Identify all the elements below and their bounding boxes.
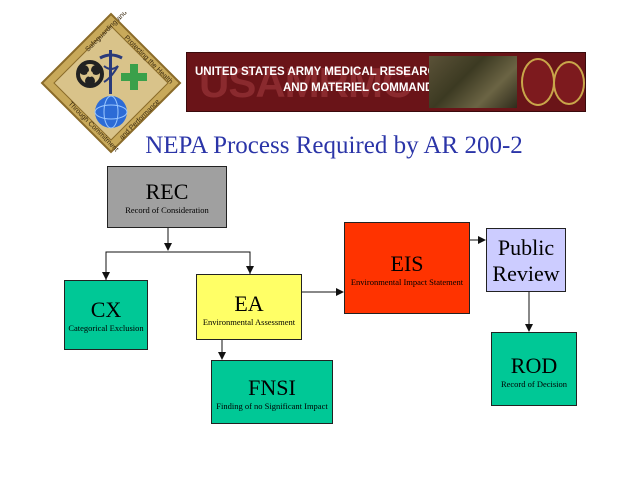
fnsi-title: FNSI bbox=[248, 375, 296, 400]
eis-box: EIS Environmental Impact Statement bbox=[344, 222, 470, 314]
banner-line-2: AND MATERIEL COMMAND bbox=[283, 82, 434, 94]
rec-box: REC Record of Consideration bbox=[107, 166, 227, 228]
public-review-line-2: Review bbox=[492, 261, 560, 286]
eis-subtitle: Environmental Impact Statement bbox=[350, 277, 464, 287]
public-review-box: Public Review bbox=[486, 228, 566, 292]
cx-subtitle: Categorical Exclusion bbox=[68, 323, 144, 333]
rec-title: REC bbox=[145, 179, 189, 204]
soldiers-photo bbox=[429, 56, 517, 108]
cx-box: CX Categorical Exclusion bbox=[64, 280, 148, 350]
ea-box: EA Environmental Assessment bbox=[196, 274, 302, 340]
rod-title: ROD bbox=[510, 353, 558, 378]
command-logo: Safeguarding and Protecting the Health T… bbox=[40, 12, 182, 154]
banner-line-1: UNITED STATES ARMY MEDICAL RESEARCH bbox=[195, 66, 445, 78]
rod-subtitle: Record of Decision bbox=[500, 379, 568, 389]
eis-title: EIS bbox=[390, 251, 424, 276]
public-review-line-1: Public bbox=[497, 235, 555, 260]
fnsi-subtitle: Finding of no Significant Impact bbox=[216, 401, 328, 411]
medical-seal-icon bbox=[521, 58, 555, 106]
rec-subtitle: Record of Consideration bbox=[125, 205, 209, 215]
caduceus-icon bbox=[99, 50, 123, 94]
slide-title: NEPA Process Required by AR 200-2 bbox=[145, 132, 523, 159]
fnsi-box: FNSI Finding of no Significant Impact bbox=[211, 360, 333, 424]
crest-icon bbox=[553, 61, 585, 105]
rod-box: ROD Record of Decision bbox=[491, 332, 577, 406]
ea-title: EA bbox=[234, 291, 264, 316]
cx-title: CX bbox=[90, 297, 122, 322]
command-banner: USAMRMC UNITED STATES ARMY MEDICAL RESEA… bbox=[186, 52, 586, 112]
ea-subtitle: Environmental Assessment bbox=[202, 317, 296, 327]
globe-icon bbox=[94, 95, 128, 129]
plus-icon bbox=[121, 64, 147, 90]
banner-ghost-text: USAMRMC bbox=[199, 59, 412, 106]
biohazard-icon bbox=[76, 60, 104, 88]
